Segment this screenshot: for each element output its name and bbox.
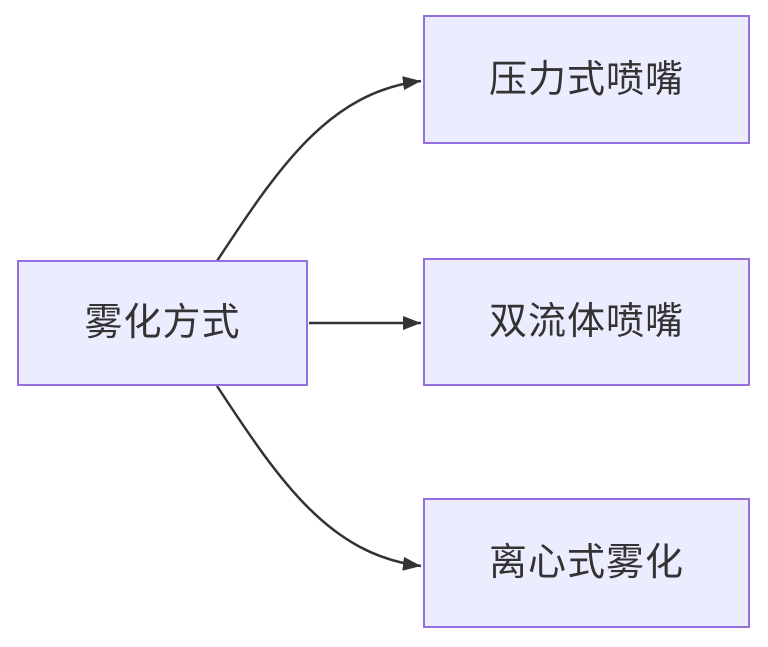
node-pressure-nozzle: 压力式喷嘴 xyxy=(423,15,750,144)
node-pressure-nozzle-label: 压力式喷嘴 xyxy=(488,58,684,101)
node-atomization-method: 雾化方式 xyxy=(17,260,308,386)
node-atomization-method-label: 雾化方式 xyxy=(84,302,241,344)
node-two-fluid-nozzle-label: 双流体喷嘴 xyxy=(488,301,684,343)
node-centrifugal-atomization-label: 离心式雾化 xyxy=(488,542,684,584)
node-centrifugal-atomization: 离心式雾化 xyxy=(423,498,750,628)
edge-root-to-pressure-nozzle xyxy=(215,76,422,262)
node-two-fluid-nozzle: 双流体喷嘴 xyxy=(423,258,750,386)
edge-root-to-centrifugal-atomization xyxy=(215,385,422,571)
